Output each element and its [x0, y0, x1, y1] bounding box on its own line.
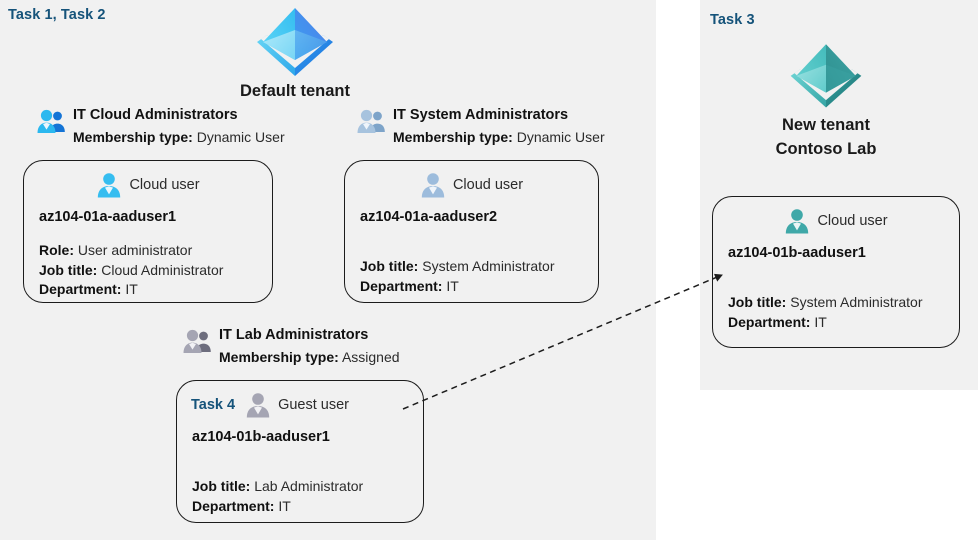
card-header: Cloud user	[24, 161, 272, 203]
card-username: az104-01a-aaduser2	[360, 209, 498, 225]
group-membership-type-label: Membership type:	[393, 129, 513, 145]
cloud-user-icon	[421, 172, 445, 197]
group-header-it-system-administrators: IT System Administrators Membership type…	[356, 104, 605, 148]
group-membership-type-label: Membership type:	[219, 349, 339, 365]
attr-job-title: Job title: Lab Administrator	[192, 477, 423, 497]
group-membership-type: Membership type: Assigned	[219, 346, 400, 368]
card-attributes: Job title: System Administrator Departme…	[713, 261, 959, 332]
new-tenant-name-line1: New tenant	[781, 116, 870, 134]
user-card-az104-01b-aaduser1-guest: Task 4 Guest user az104-01b-aaduser1 Job…	[176, 380, 424, 523]
attr-department: Department: IT	[192, 497, 423, 517]
card-user-kind: Cloud user	[817, 213, 888, 229]
attr-label: Department:	[39, 281, 122, 297]
card-attributes: Job title: System Administrator Departme…	[345, 225, 598, 296]
group-users-icon	[357, 109, 385, 133]
user-card-az104-01a-aaduser2: Cloud user az104-01a-aaduser2 Job title:…	[344, 160, 599, 303]
group-name: IT System Administrators	[393, 107, 569, 123]
attr-job-title: Job title: System Administrator	[360, 257, 598, 277]
attr-value: Lab Administrator	[254, 478, 364, 494]
attr-value: User administrator	[77, 242, 193, 258]
attr-value: IT	[125, 281, 138, 297]
card-header: Cloud user	[713, 197, 959, 239]
group-membership-type: Membership type: Dynamic User	[73, 126, 285, 148]
group-name: IT Lab Administrators	[219, 327, 369, 343]
default-tenant-panel	[0, 0, 656, 540]
card-header: Task 4 Guest user	[177, 381, 423, 423]
azure-ad-tenant-icon	[790, 44, 862, 108]
attr-label: Department:	[360, 277, 443, 294]
card-user-kind: Guest user	[278, 397, 349, 413]
guest-user-icon	[246, 392, 270, 417]
group-membership-type-label: Membership type:	[73, 129, 193, 145]
card-username: az104-01b-aaduser1	[192, 429, 330, 445]
attr-label: Job title:	[728, 294, 787, 310]
attr-label: Department:	[728, 313, 811, 330]
group-users-icon	[37, 109, 65, 133]
attr-label: Department:	[192, 497, 275, 514]
card-attributes: Job title: Lab Administrator Department:…	[177, 445, 423, 516]
attr-value: System Administrator	[790, 294, 923, 310]
task-label-4: Task 4	[191, 397, 236, 413]
group-membership-type-value: Dynamic User	[516, 129, 605, 145]
azure-ad-tenant-icon	[257, 8, 333, 76]
card-attributes: Role: User administrator Job title: Clou…	[24, 225, 272, 300]
new-tenant-name-line2: Contoso Lab	[775, 140, 877, 158]
cloud-user-icon	[786, 208, 809, 233]
task-label-3: Task 3	[710, 12, 755, 28]
attr-label: Role:	[39, 242, 74, 258]
group-membership-type: Membership type: Dynamic User	[393, 126, 605, 148]
card-user-kind: Cloud user	[452, 177, 524, 193]
card-username: az104-01b-aaduser1	[728, 245, 866, 261]
user-card-az104-01b-aaduser1: Cloud user az104-01b-aaduser1 Job title:…	[712, 196, 960, 348]
group-membership-type-value: Assigned	[341, 349, 400, 365]
attr-label: Job title:	[39, 261, 98, 278]
cloud-user-icon	[98, 172, 121, 197]
attr-label: Job title:	[192, 478, 251, 494]
new-tenant-name: New tenant Contoso Lab	[726, 113, 926, 161]
attr-job-title: Job title: Cloud Administrator	[39, 261, 272, 281]
attr-value: IT	[278, 497, 291, 514]
default-tenant-name: Default tenant	[239, 82, 350, 100]
attr-department: Department: IT	[360, 277, 598, 297]
attr-department: Department: IT	[728, 313, 959, 333]
attr-value: IT	[814, 313, 827, 330]
group-membership-type-value: Dynamic User	[196, 129, 285, 145]
group-header-it-cloud-administrators: IT Cloud Administrators Membership type:…	[36, 104, 285, 148]
attr-value: IT	[446, 277, 459, 294]
group-header-it-lab-administrators: IT Lab Administrators Membership type: A…	[182, 324, 400, 368]
default-tenant-block: Default tenant	[195, 4, 395, 102]
attr-role: Role: User administrator	[39, 241, 272, 261]
card-header: Cloud user	[345, 161, 598, 203]
attr-value: Cloud Administrator	[101, 261, 224, 278]
card-username: az104-01a-aaduser1	[39, 209, 177, 225]
card-user-kind: Cloud user	[129, 177, 200, 193]
new-tenant-block: New tenant Contoso Lab	[726, 40, 926, 161]
task-label-1-2: Task 1, Task 2	[8, 7, 106, 23]
group-users-icon	[183, 329, 211, 353]
attr-job-title: Job title: System Administrator	[728, 293, 959, 313]
attr-department: Department: IT	[39, 280, 272, 300]
attr-value: System Administrator	[422, 258, 555, 274]
group-name: IT Cloud Administrators	[73, 107, 238, 123]
user-card-az104-01a-aaduser1: Cloud user az104-01a-aaduser1 Role: User…	[23, 160, 273, 303]
attr-label: Job title:	[360, 258, 419, 274]
